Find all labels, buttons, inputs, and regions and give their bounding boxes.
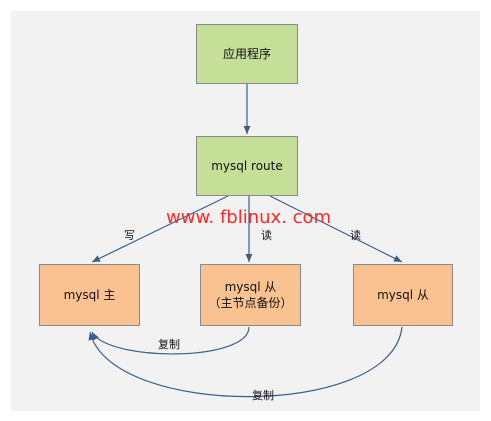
watermark-url: www. fblinux. com	[166, 207, 332, 228]
label-read-backup: 读	[261, 229, 272, 242]
edge-replicate-backup-to-master	[91, 326, 250, 355]
node-app: 应用程序	[196, 24, 298, 84]
node-mysql-slave-backup: mysql 从 （主节点备份）	[200, 264, 301, 326]
node-mysql-slave: mysql 从	[353, 264, 453, 326]
edge-route-to-slave	[269, 195, 403, 263]
label-write: 写	[124, 229, 135, 242]
edge-route-to-master	[91, 195, 229, 263]
label-read-slave: 读	[350, 229, 361, 242]
node-mysql-route: mysql route	[196, 136, 298, 196]
label-replicate-short: 复制	[158, 338, 180, 351]
edge-replicate-slave-to-master	[88, 326, 403, 398]
node-mysql-master: mysql 主	[39, 264, 140, 326]
label-replicate-long: 复制	[252, 389, 274, 402]
